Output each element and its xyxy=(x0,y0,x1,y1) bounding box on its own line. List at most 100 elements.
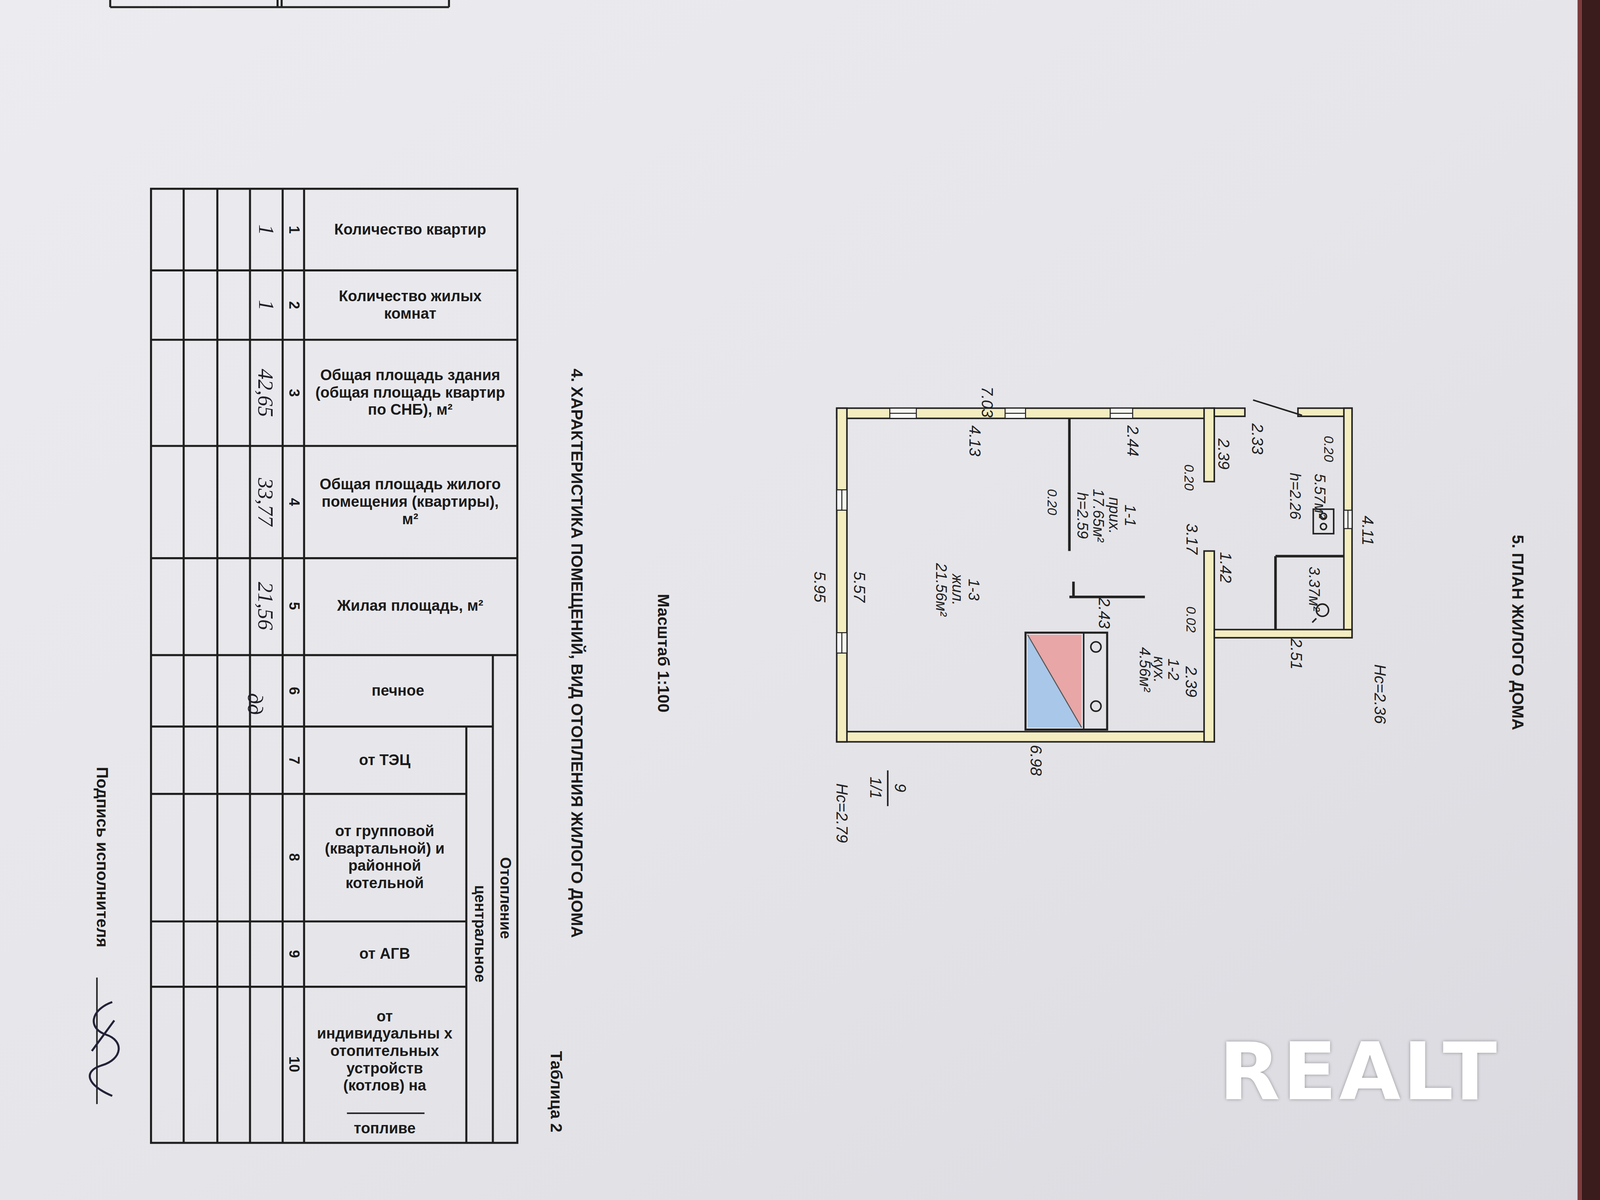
label-holder: 10 xyxy=(285,1056,303,1073)
label-holder: 2.39 xyxy=(1214,438,1233,470)
room-area: 3.37м² xyxy=(1277,560,1342,628)
room-label: 5.57м²h=2.26 xyxy=(1282,472,1332,520)
table-header: от индивидуальны х отопительных устройст… xyxy=(317,1007,453,1094)
label-holder: 4. ХАРАКТЕРИСТИКА ПОМЕЩЕНИЙ, ВИД ОТОПЛЕН… xyxy=(567,368,586,938)
table-header: печное xyxy=(371,682,425,699)
windows xyxy=(836,408,1353,654)
dimension-label: 5.95 xyxy=(810,571,829,603)
signature xyxy=(89,977,119,1104)
column-number: 8 xyxy=(286,853,303,862)
label-holder: 2.43 xyxy=(1095,597,1114,629)
label-holder: 1 xyxy=(285,225,303,234)
dimension-label: 2.43 xyxy=(1095,597,1114,629)
label-holder: от групповой (квартальной) и районной ко… xyxy=(313,822,456,893)
top-table-fragment xyxy=(110,0,450,8)
label-holder: 6.98 xyxy=(1026,744,1045,776)
label-holder: Нс=2.79 xyxy=(832,783,851,843)
label-holder: Общая площадь жилого помещения (квартиры… xyxy=(313,476,507,529)
label-holder: 0.02 xyxy=(1182,606,1199,633)
heading-text: 4. ХАРАКТЕРИСТИКА ПОМЕЩЕНИЙ, ВИД ОТОПЛЕН… xyxy=(567,368,586,938)
dimension-label: 2.44 xyxy=(1124,425,1142,457)
column-number: 6 xyxy=(286,686,303,695)
room-text: h=2.26 xyxy=(1282,472,1308,520)
room-text: 21.56м² xyxy=(932,563,949,617)
table-value: 1 xyxy=(254,224,279,235)
room-area: 5.57м²h=2.26 xyxy=(1216,420,1342,554)
label-holder: 4 xyxy=(285,498,303,506)
label-holder: Нс=2.36 xyxy=(1370,664,1389,724)
label-holder: Таблица 2 xyxy=(546,1051,566,1133)
room-area: 1-2кух.4.56м² xyxy=(1110,598,1202,730)
room-area: 1-3жил.21.56м² xyxy=(846,420,1070,732)
room-text: кух. xyxy=(1151,647,1167,693)
table-header: Отопление xyxy=(497,857,514,939)
label-holder: печное xyxy=(314,682,482,700)
label-holder: Количество жилых комнат xyxy=(313,287,507,323)
room-label: 1-2кух.4.56м² xyxy=(1137,647,1181,693)
label-holder: Количество квартир xyxy=(313,221,507,239)
label-holder: 1 xyxy=(253,299,279,311)
label-holder: 2.51 xyxy=(1286,638,1305,670)
dimension-label: 3.17 xyxy=(1183,523,1201,555)
label-holder: 2.33 xyxy=(1248,423,1267,455)
stove xyxy=(1025,632,1108,730)
label-holder: центральное xyxy=(471,884,489,983)
column-number: 5 xyxy=(286,601,303,610)
table-value: 21,56 xyxy=(253,582,278,631)
table-header: от АГВ xyxy=(359,945,410,962)
label-holder: 4.11 xyxy=(1358,515,1377,546)
label-holder: 3 xyxy=(285,388,303,397)
room-label: 1-1прих.17.65м²h=2.59 xyxy=(1074,488,1138,543)
dimension-label: 2.39 xyxy=(1215,438,1233,470)
label-holder: от индивидуальны х отопительных устройст… xyxy=(313,1007,456,1095)
dimension-label: 0.20 xyxy=(1321,435,1337,462)
fraction-bar xyxy=(886,770,889,806)
table-header: от групповой (квартальной) и районной ко… xyxy=(325,822,445,892)
label-holder: 2.44 xyxy=(1123,425,1142,457)
table-header: центральное xyxy=(471,884,489,983)
heading-text: 5. ПЛАН ЖИЛОГО ДОМА xyxy=(1508,534,1527,731)
label-holder: от АГВ xyxy=(313,945,456,963)
dimension-label: 0.02 xyxy=(1183,606,1199,633)
label-holder: 1/1 xyxy=(866,776,885,799)
label-holder: 5 xyxy=(285,601,303,610)
label-holder: 33,77 xyxy=(253,477,278,527)
table-header: топливе xyxy=(353,1119,416,1137)
table-header: Количество жилых комнат xyxy=(338,287,482,322)
room-label: 3.37м² xyxy=(1306,566,1323,612)
label-holder: Масштаб 1:100 xyxy=(653,593,673,713)
column-number: 7 xyxy=(286,756,303,765)
room-number: 3.37м² xyxy=(1306,566,1323,612)
house-walls xyxy=(836,408,1353,743)
dimension-label: 6.98 xyxy=(1027,744,1045,776)
label-holder: от ТЭЦ xyxy=(313,751,456,770)
label-holder: Жилая площадь, м² xyxy=(313,597,507,616)
label-holder: 6 xyxy=(285,686,303,695)
room-number: 1-1 xyxy=(1121,488,1138,543)
label-holder: дд xyxy=(242,693,268,716)
dimension-label: 0.20 xyxy=(1181,464,1197,491)
table-header: от ТЭЦ xyxy=(359,751,411,769)
column-number: 9 xyxy=(286,950,303,958)
table-header: Общая площадь здания (общая площадь квар… xyxy=(315,366,506,418)
label-holder: 7.03 xyxy=(977,386,996,418)
label-holder: 21,56 xyxy=(253,582,278,631)
dimension-label: 4.11 xyxy=(1358,515,1377,546)
table-value: 42,65 xyxy=(253,368,278,418)
dimension-label: 4.13 xyxy=(965,425,984,457)
room-text: 17.65м² xyxy=(1090,488,1107,543)
label-holder: 3.17 xyxy=(1182,523,1201,555)
table-grid xyxy=(151,188,518,1143)
label-holder: Отопление xyxy=(496,857,514,939)
label-holder: 7 xyxy=(285,756,303,765)
room-area: 1-1прих.17.65м²h=2.59 xyxy=(1071,420,1202,595)
room-label: 1-3жил.21.56м² xyxy=(932,563,982,617)
table-header: Общая площадь жилого помещения (квартиры… xyxy=(319,476,501,528)
dimension-label: 0.20 xyxy=(1044,488,1060,516)
label-holder: 8 xyxy=(285,853,303,862)
label-holder: Подпись исполнителя xyxy=(92,766,112,948)
label-holder: 5. ПЛАН ЖИЛОГО ДОМА xyxy=(1507,534,1527,731)
dimension-label: Нс=2.79 xyxy=(833,783,851,843)
